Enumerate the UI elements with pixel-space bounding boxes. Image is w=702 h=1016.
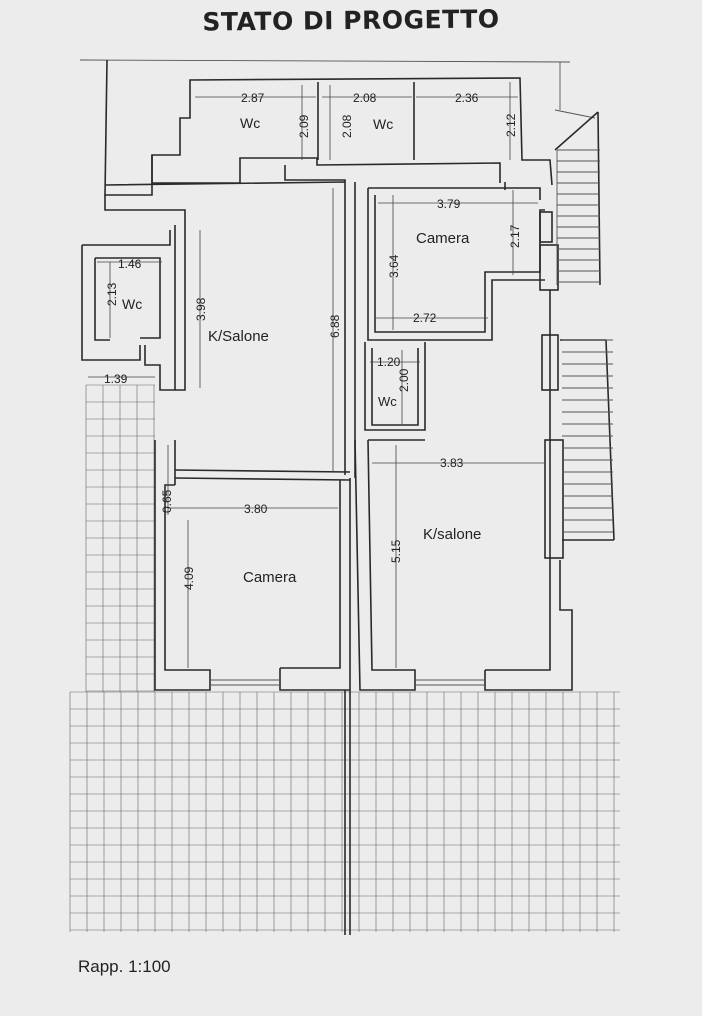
dimension-label: 2.00 bbox=[397, 368, 411, 392]
dimension-label: 2.08 bbox=[353, 91, 377, 105]
dimension-label: 3.83 bbox=[440, 456, 464, 470]
room-label-wc-top-left: Wc bbox=[240, 115, 260, 131]
property-boundary bbox=[79, 59, 596, 119]
dimension-label: 2.08 bbox=[340, 114, 354, 138]
dimension-label: 2.17 bbox=[508, 224, 522, 248]
room-label-wc-top-right: Wc bbox=[373, 116, 393, 132]
dimension-label: 6.88 bbox=[328, 314, 342, 338]
dimension-label: 3.64 bbox=[387, 254, 401, 278]
dimension-label: 3.80 bbox=[244, 502, 268, 516]
dimension-labels: 2.87 2.09 2.08 2.08 2.36 2.12 3.79 2.17 … bbox=[104, 91, 522, 590]
room-labels: Wc Wc Wc K/Salone Camera Wc K/salone Cam… bbox=[122, 115, 481, 586]
dimension-label: 3.98 bbox=[194, 297, 208, 321]
dimension-label: 5.15 bbox=[389, 539, 403, 563]
dimension-label: 0.65 bbox=[160, 489, 174, 513]
dimension-label: 1.46 bbox=[118, 257, 142, 271]
terrace-paving-grid bbox=[69, 384, 620, 935]
dimension-label: 2.13 bbox=[105, 282, 119, 306]
dimension-label: 1.39 bbox=[104, 372, 128, 386]
scale-note: Rapp. 1:100 bbox=[78, 957, 171, 976]
dimension-label: 4.09 bbox=[182, 566, 196, 590]
external-stairs bbox=[554, 111, 615, 541]
building-walls bbox=[81, 59, 573, 691]
dimension-label: 1.20 bbox=[377, 355, 401, 369]
dimension-label: 2.09 bbox=[297, 114, 311, 138]
dimension-label: 2.12 bbox=[504, 113, 518, 137]
dimension-label: 2.87 bbox=[241, 91, 265, 105]
dimension-label: 2.72 bbox=[413, 311, 437, 325]
room-label-camera-top: Camera bbox=[416, 230, 470, 247]
dimension-label: 3.79 bbox=[437, 197, 461, 211]
room-label-k-salone-left: K/Salone bbox=[208, 328, 269, 345]
room-label-wc-left: Wc bbox=[122, 296, 142, 312]
room-label-wc-small: Wc bbox=[378, 394, 397, 409]
dimension-label: 2.36 bbox=[455, 91, 479, 105]
dimension-lines bbox=[88, 82, 545, 668]
room-label-camera-bottom: Camera bbox=[243, 569, 297, 586]
room-label-k-salone-right: K/salone bbox=[423, 526, 481, 543]
